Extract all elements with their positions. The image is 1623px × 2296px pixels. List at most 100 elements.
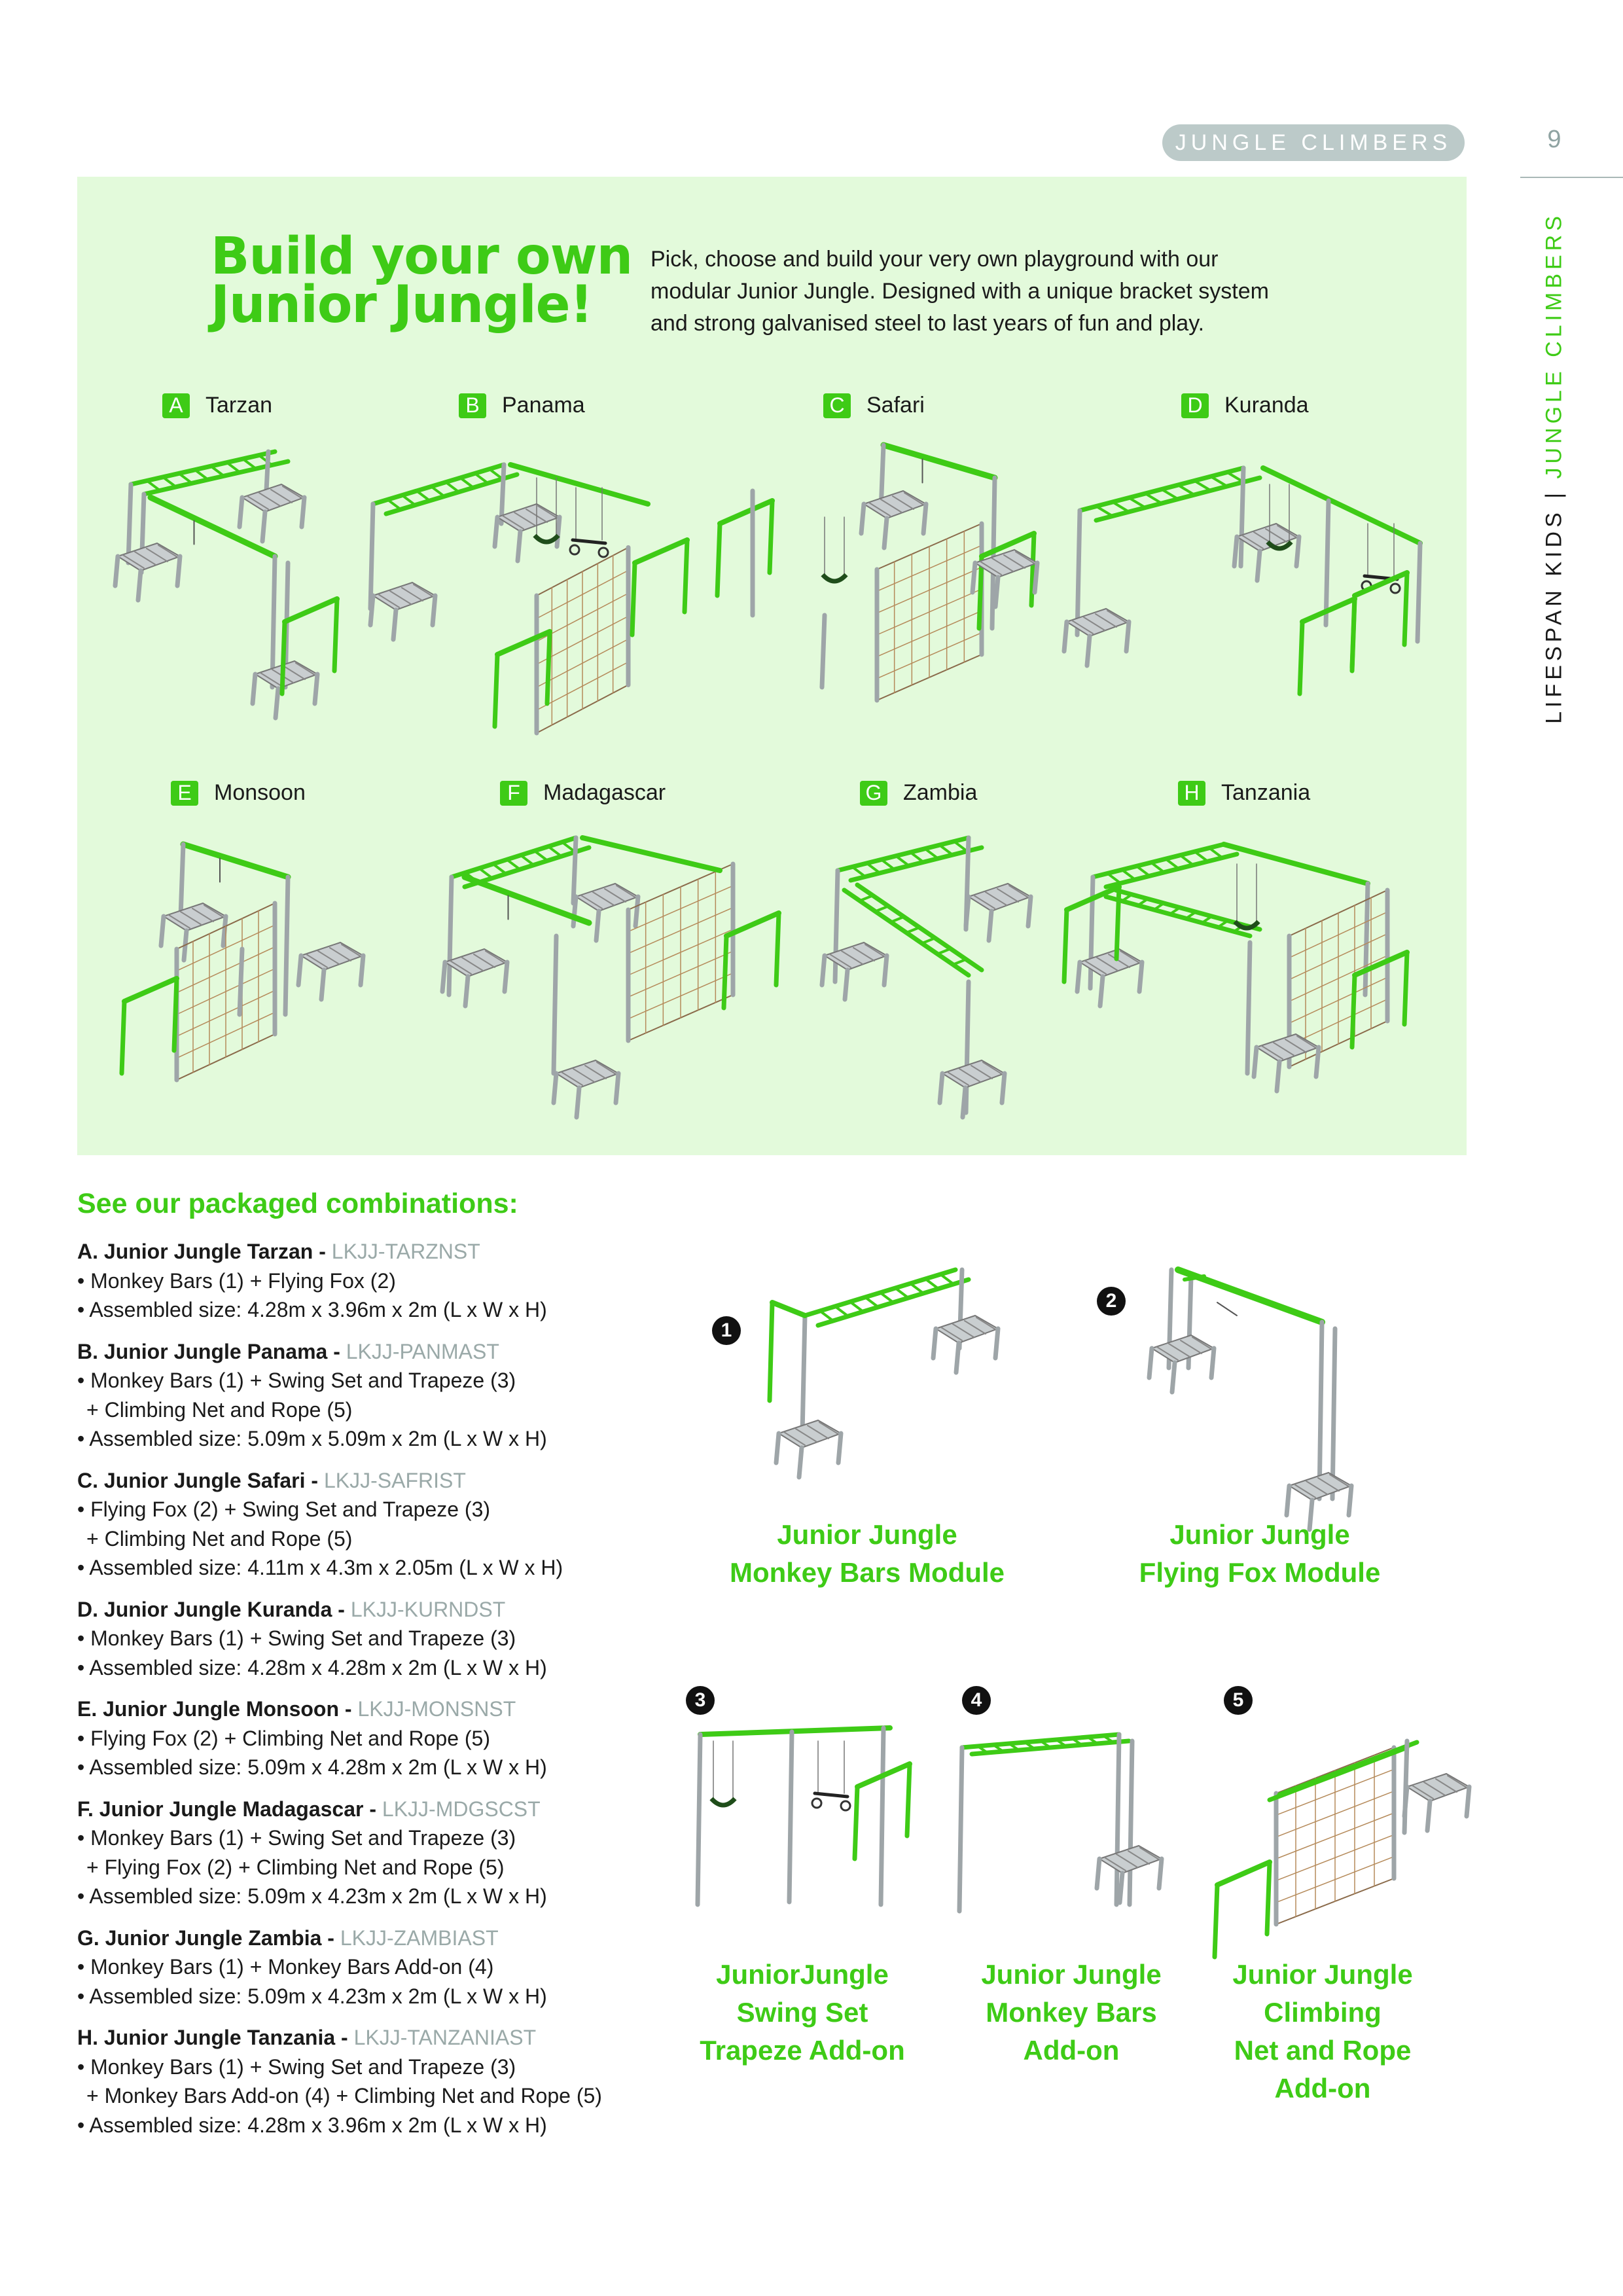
- support-post: [774, 910, 781, 988]
- config-name: Panama: [502, 393, 585, 418]
- support-post: [767, 498, 775, 575]
- monkey-bar-rung: [1024, 1741, 1036, 1750]
- platform-slat: [329, 947, 351, 961]
- platform-slat: [192, 908, 214, 922]
- platform-slat: [1306, 1480, 1328, 1495]
- package-detail: • Assembled size: 5.09m x 4.23m x 2m (L …: [77, 1884, 547, 1908]
- support-post: [1402, 570, 1410, 647]
- config-letter-badge: A: [162, 393, 190, 418]
- support-post: [1212, 1882, 1220, 1960]
- support-post: [1245, 940, 1253, 1076]
- support-post: [1061, 907, 1069, 984]
- monkey-bar-rung: [894, 854, 910, 867]
- support-post: [921, 501, 929, 536]
- module-illustration: [767, 1267, 1001, 1480]
- support-post: [1094, 1856, 1102, 1891]
- module-label-line: Net and Rope: [1234, 2035, 1412, 2066]
- swing-seat: [709, 1797, 737, 1808]
- config-name: Tarzan: [205, 393, 273, 418]
- support-post: [1255, 548, 1262, 583]
- package-code: LKJJ-KURNDST: [350, 1597, 506, 1621]
- monkey-bar-rung: [1168, 906, 1181, 916]
- monkey-bar-rail: [1103, 894, 1253, 939]
- package-detail: • Flying Fox (2) + Climbing Net and Rope…: [77, 1726, 490, 1750]
- support-post: [158, 914, 166, 948]
- monkey-bar-rung: [161, 475, 177, 488]
- monkey-bar-rung: [225, 461, 241, 474]
- support-post: [882, 516, 889, 550]
- header-divider: [1520, 177, 1623, 178]
- platform-slat: [1192, 1336, 1214, 1351]
- monkey-bar-rung: [1055, 1738, 1067, 1748]
- support-post: [312, 672, 320, 706]
- config-letter-badge: H: [1178, 780, 1205, 806]
- package-title: H. Junior Jungle Tanzania -: [77, 2026, 354, 2049]
- monkey-bar-rung: [429, 485, 446, 498]
- support-post: [852, 1784, 860, 1861]
- monkey-bar-rung: [849, 1300, 865, 1313]
- platform-slat: [259, 492, 281, 507]
- monkey-bar-rung: [1095, 505, 1114, 518]
- platform-slat: [1108, 954, 1130, 968]
- platform-slat: [829, 954, 851, 968]
- monkey-bar-rung: [401, 493, 417, 507]
- monkey-bar-rung: [478, 867, 494, 880]
- support-post: [296, 953, 304, 988]
- support-post: [931, 1326, 938, 1361]
- monkey-bar-rung: [819, 1310, 834, 1322]
- support-post: [963, 894, 971, 929]
- monkey-bar-rung: [444, 480, 461, 493]
- support-post: [630, 560, 637, 637]
- platform-slat: [819, 1422, 841, 1436]
- monkey-bar-rung: [560, 840, 577, 853]
- support-post: [175, 554, 183, 588]
- support-post: [554, 514, 562, 549]
- platform-slat: [865, 944, 887, 958]
- platform-slat: [168, 914, 190, 929]
- support-post: [1127, 1738, 1135, 1907]
- monkey-bar-rung: [546, 845, 563, 858]
- side-label-section: JUNGLE CLIMBERS: [1541, 212, 1567, 479]
- monkey-bar-rung: [936, 947, 952, 956]
- platform-slat: [596, 1062, 618, 1076]
- support-post: [1346, 1483, 1354, 1518]
- config-illustration: [1061, 465, 1423, 696]
- support-post: [787, 1729, 794, 1905]
- monkey-bar-rung: [1144, 492, 1163, 505]
- package-title: G. Junior Jungle Zambia -: [77, 1926, 340, 1950]
- support-post: [1075, 960, 1082, 994]
- support-post: [774, 1431, 781, 1465]
- platform-slat: [413, 584, 435, 598]
- platform-slat: [1285, 1039, 1307, 1053]
- swing-seat: [533, 533, 560, 545]
- support-post: [430, 593, 438, 628]
- platform-slat: [616, 885, 638, 899]
- package-detail: • Assembled size: 5.09m x 4.28m x 2m (L …: [77, 1755, 547, 1779]
- side-rail: [717, 498, 775, 526]
- section-pill: JUNGLE CLIMBERS: [1162, 124, 1465, 161]
- platform-slat: [1107, 610, 1129, 624]
- support-post: [1088, 874, 1096, 991]
- support-post: [499, 462, 507, 526]
- platform-slat: [1156, 1346, 1179, 1361]
- monkey-bar-rail: [449, 835, 579, 880]
- support-post: [1464, 1784, 1472, 1819]
- support-post: [1117, 1871, 1125, 1905]
- net-rope: [536, 661, 629, 711]
- monkey-bar-rung: [905, 926, 921, 934]
- title-line-1: Build your own: [211, 227, 633, 286]
- platform-slat: [973, 895, 995, 909]
- platform-slat: [1083, 617, 1105, 631]
- support-post: [1251, 1045, 1259, 1079]
- frame-tube: [1217, 1302, 1238, 1316]
- package-code: LKJJ-MDGSCST: [382, 1797, 541, 1821]
- net-rope: [176, 1011, 276, 1059]
- support-post: [1284, 1483, 1292, 1518]
- monkey-bar-rung: [1149, 861, 1166, 874]
- platform-slat: [295, 662, 317, 677]
- support-post: [1313, 1045, 1321, 1079]
- support-post: [1209, 1346, 1217, 1380]
